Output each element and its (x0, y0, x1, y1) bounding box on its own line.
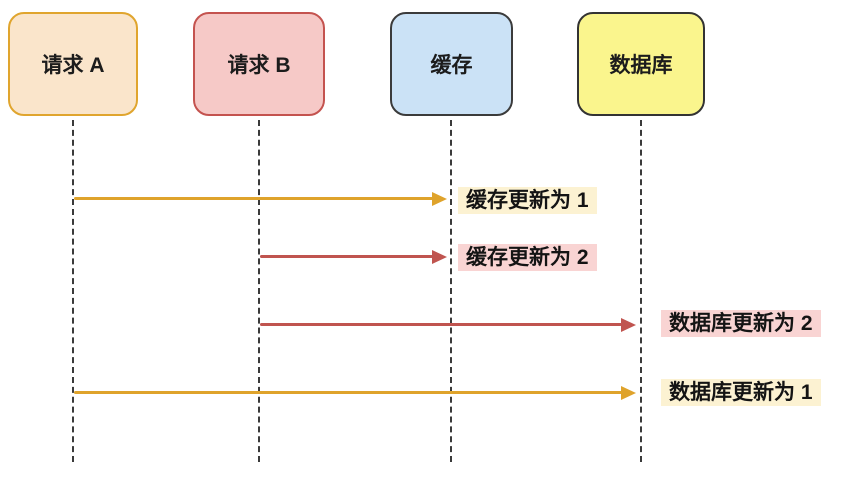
arrowhead-icon (432, 192, 447, 206)
actor-label-database: 数据库 (609, 54, 673, 77)
lifeline-request-b (258, 120, 260, 462)
message-arrow-a-to-database (74, 391, 622, 394)
lifeline-database (640, 120, 642, 462)
message-label-database-set-2: 数据库更新为 2 (661, 310, 821, 337)
message-arrow-a-to-cache (74, 197, 433, 200)
message-arrow-b-to-database (260, 323, 622, 326)
message-label-database-set-1: 数据库更新为 1 (661, 379, 821, 406)
actor-label-request-b: 请求 B (227, 54, 291, 77)
message-label-cache-set-1: 缓存更新为 1 (458, 187, 597, 214)
message-label-cache-set-2: 缓存更新为 2 (458, 244, 597, 271)
actor-label-request-a: 请求 A (41, 54, 105, 77)
message-arrow-b-to-cache (260, 255, 433, 258)
actor-box-cache: 缓存 (390, 12, 513, 116)
lifeline-cache (450, 120, 452, 462)
actor-box-request-a: 请求 A (8, 12, 138, 116)
actor-box-request-b: 请求 B (193, 12, 325, 116)
actor-label-cache: 缓存 (430, 54, 473, 77)
arrowhead-icon (621, 318, 636, 332)
arrowhead-icon (432, 250, 447, 264)
actor-box-database: 数据库 (577, 12, 705, 116)
arrowhead-icon (621, 386, 636, 400)
lifeline-request-a (72, 120, 74, 462)
